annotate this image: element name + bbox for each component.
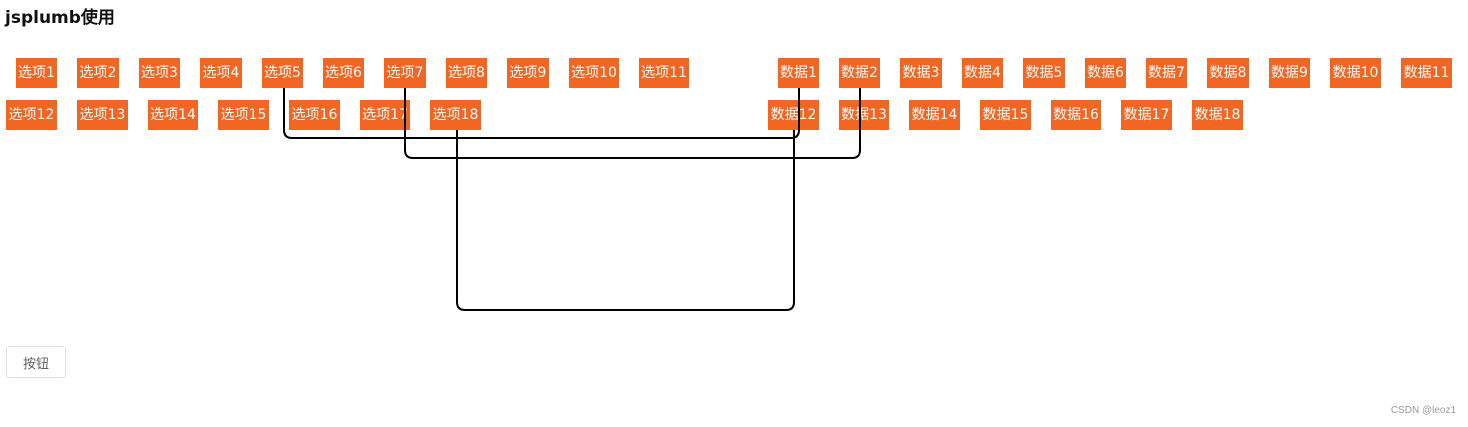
option-node-16[interactable]: 选项16 <box>289 100 340 130</box>
option-node-17[interactable]: 选项17 <box>360 100 410 130</box>
data-node-2[interactable]: 数据2 <box>839 58 880 88</box>
option-node-14[interactable]: 选项14 <box>148 100 198 130</box>
option-node-8[interactable]: 选项8 <box>446 58 487 88</box>
option-node-5[interactable]: 选项5 <box>262 58 303 88</box>
page-title: jsplumb使用 <box>5 8 115 28</box>
data-node-7[interactable]: 数据7 <box>1146 58 1187 88</box>
data-node-12[interactable]: 数据12 <box>768 100 819 130</box>
option-node-10[interactable]: 选项10 <box>569 58 619 88</box>
data-node-8[interactable]: 数据8 <box>1207 58 1249 88</box>
data-node-10[interactable]: 数据10 <box>1330 58 1381 88</box>
option-node-6[interactable]: 选项6 <box>323 58 364 88</box>
option-node-4[interactable]: 选项4 <box>200 58 242 88</box>
data-node-15[interactable]: 数据15 <box>980 100 1031 130</box>
option-node-3[interactable]: 选项3 <box>139 58 180 88</box>
option-node-9[interactable]: 选项9 <box>507 58 549 88</box>
data-node-4[interactable]: 数据4 <box>962 58 1003 88</box>
option-node-13[interactable]: 选项13 <box>77 100 128 130</box>
data-node-1[interactable]: 数据1 <box>778 58 819 88</box>
data-node-3[interactable]: 数据3 <box>900 58 942 88</box>
option-node-1[interactable]: 选项1 <box>16 58 57 88</box>
data-node-9[interactable]: 数据9 <box>1269 58 1310 88</box>
data-node-17[interactable]: 数据17 <box>1121 100 1172 130</box>
option-node-11[interactable]: 选项11 <box>639 58 689 88</box>
data-node-5[interactable]: 数据5 <box>1023 58 1065 88</box>
option-node-2[interactable]: 选项2 <box>77 58 119 88</box>
data-node-13[interactable]: 数据13 <box>839 100 889 130</box>
data-node-11[interactable]: 数据11 <box>1401 58 1452 88</box>
data-node-6[interactable]: 数据6 <box>1085 58 1126 88</box>
action-button[interactable]: 按钮 <box>6 346 66 378</box>
data-node-18[interactable]: 数据18 <box>1192 100 1243 130</box>
watermark: CSDN @leoz1 <box>1390 405 1456 416</box>
option-node-7[interactable]: 选项7 <box>384 58 426 88</box>
option-node-18[interactable]: 选项18 <box>430 100 481 130</box>
data-node-14[interactable]: 数据14 <box>909 100 960 130</box>
data-node-16[interactable]: 数据16 <box>1051 100 1101 130</box>
option-node-12[interactable]: 选项12 <box>6 100 57 130</box>
option-node-15[interactable]: 选项15 <box>218 100 269 130</box>
connector-option18-data12[interactable] <box>456 130 795 311</box>
